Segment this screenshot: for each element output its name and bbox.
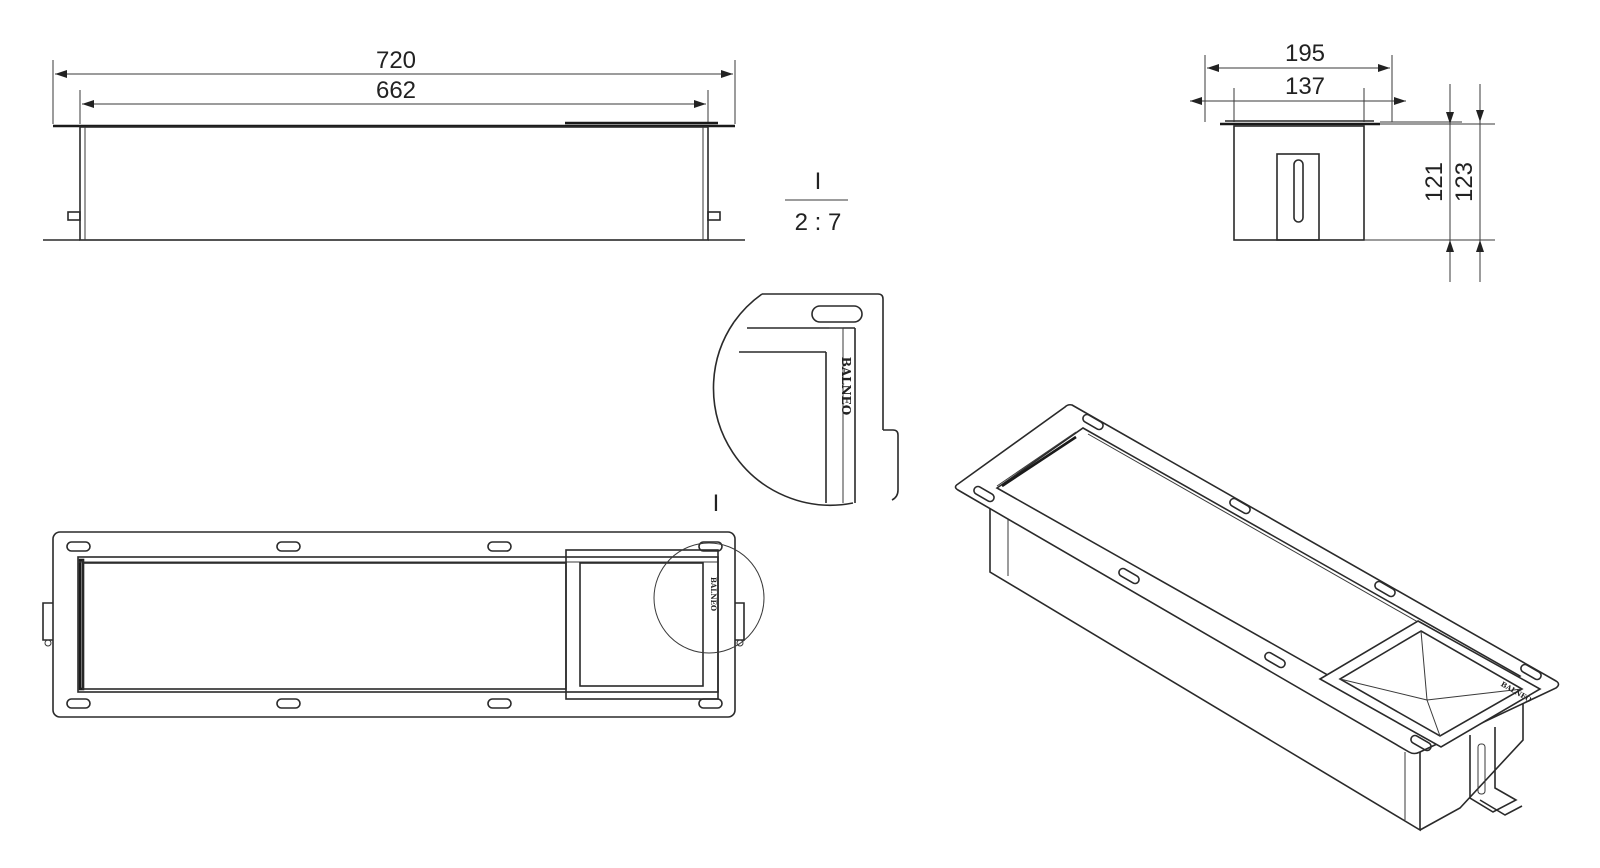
dim-inner-width: 137	[1285, 73, 1325, 100]
detail-marker: I	[815, 168, 822, 195]
dim-height-overall: 123	[1451, 162, 1478, 202]
top-view: BALNEO I	[42, 490, 765, 718]
flange-slots	[973, 413, 1542, 752]
detail-scale-label: I 2 : 7	[785, 168, 848, 236]
dim-overall-length: 720	[376, 47, 416, 74]
front-view: 720 662	[43, 47, 745, 241]
side-view: 195 137 121 123	[1190, 40, 1495, 282]
dim-overall-width: 195	[1285, 40, 1325, 67]
dim-inner-length: 662	[376, 77, 416, 104]
detail-enlarged-view: BALNEO	[712, 293, 899, 506]
isometric-view: BALNEO	[954, 403, 1560, 832]
detail-circle	[653, 542, 765, 654]
detail-scale: 2 : 7	[795, 209, 842, 236]
brand-label-top: BALNEO	[709, 577, 718, 611]
detail-marker-top: I	[713, 490, 720, 517]
brand-label-detail: BALNEO	[839, 357, 853, 415]
dim-height-inner: 121	[1421, 162, 1448, 202]
